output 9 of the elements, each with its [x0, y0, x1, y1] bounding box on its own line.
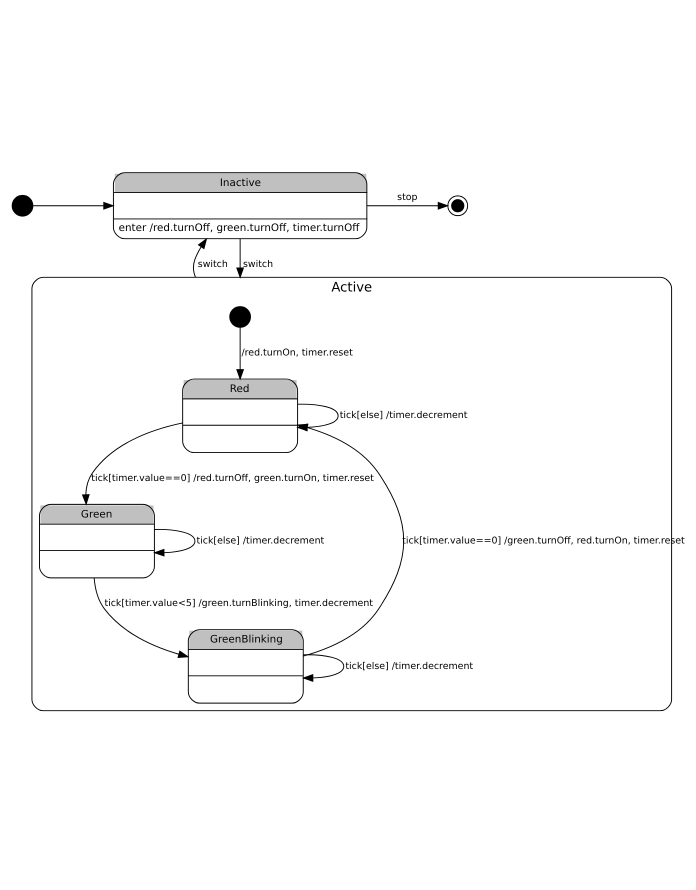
- edge-label: /red.turnOn, timer.reset: [241, 347, 353, 358]
- edge-label: switch: [243, 258, 274, 270]
- edge-label: switch: [198, 258, 228, 270]
- edge-label: tick[timer.value==0] /red.turnOff, green.turnOn, timer.reset: [91, 472, 374, 484]
- edge-label: tick[else] /timer.decrement: [340, 410, 468, 421]
- edge-label: tick[timer.value<5] /green.turnBlinking, timer.decrement: [104, 598, 373, 609]
- edge-label: tick[else] /timer.decrement: [345, 660, 474, 672]
- edge-label: tick[else] /timer.decrement: [196, 534, 324, 546]
- edge-label: stop: [397, 192, 418, 203]
